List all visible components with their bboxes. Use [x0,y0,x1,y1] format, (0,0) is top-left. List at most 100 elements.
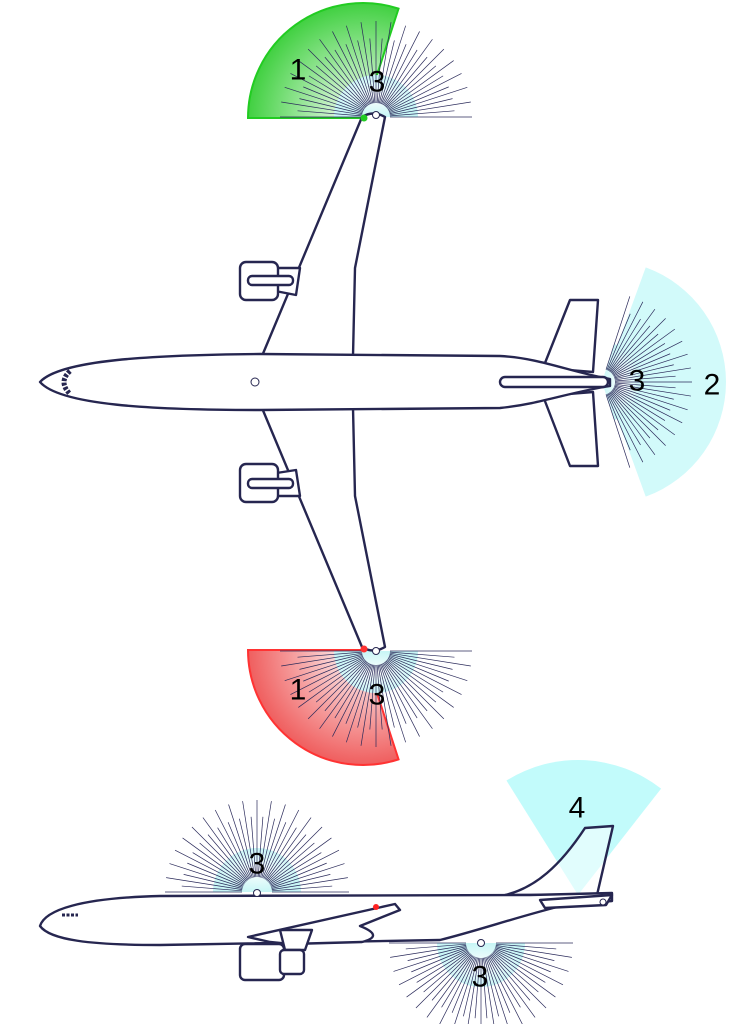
side-top-beacon-marker [253,889,261,897]
light-ray [385,48,445,108]
light-ray [299,98,363,115]
engine-side [238,942,286,982]
light-ray [259,801,272,878]
light-ray [611,390,659,431]
light-ray [191,826,247,882]
light-ray [284,654,363,681]
lower-wing [260,406,387,652]
light-ray [486,956,511,1013]
horizontal-stabilizer-side [538,893,614,910]
light-ray [454,957,477,1024]
light-ray [406,951,470,998]
light-ray [264,827,297,880]
port-white-label: 3 [369,66,386,99]
light-ray [332,663,370,737]
light-ray [166,877,243,890]
light-ray [266,834,307,881]
light-ray [490,954,531,1001]
light-ray [605,394,631,468]
fuselage-top [38,352,612,412]
fin-sector-label: 4 [569,792,586,825]
light-ray [389,651,455,658]
light-ray [377,22,392,104]
light-ray [169,863,243,888]
top-beacon-marker [250,377,260,387]
upper-wing [260,112,387,358]
light-ray [614,385,688,411]
light-ray [383,49,418,106]
cockpit-windows [61,369,72,396]
light-ray [606,393,631,451]
light-ray [299,653,363,670]
light-ray [315,65,366,109]
light-ray [386,65,437,109]
side-bottom-beacon-marker [477,939,485,947]
light-ray [614,353,688,379]
light-ray [284,87,363,114]
light-ray [495,946,555,961]
light-ray [614,375,676,382]
logo-light-sector [506,760,662,895]
light-ray [271,885,333,892]
light-ray [613,353,671,378]
light-ray [378,664,395,728]
light-ray [495,945,572,958]
light-ray [493,950,546,983]
light-ray [495,943,557,950]
vertical-fin [503,824,615,897]
light-ray [181,885,243,892]
light-ray [369,664,376,730]
light-ray [360,22,375,104]
light-ray [269,852,322,885]
light-ray [319,39,369,106]
light-ray [383,662,418,719]
port-light-dot [360,114,368,122]
light-ray [290,73,364,111]
light-ray [324,661,368,712]
light-ray [383,39,433,106]
light-ray [611,333,659,374]
light-ray [260,818,275,878]
light-ray [307,660,367,720]
light-ray [357,40,374,104]
light-ray [494,949,564,986]
light-ray [261,804,286,878]
port-white-marker [372,111,380,119]
light-ray [608,392,641,446]
aircraft-top-view [38,111,612,655]
light-ray [613,386,671,411]
light-ray [315,659,366,703]
upper-stabilizer [541,298,600,374]
light-ray [439,956,475,1024]
light-ray [407,946,467,961]
light-ray [487,956,523,1024]
light-ray [267,826,323,882]
light-ray [385,660,445,720]
light-ray [389,110,455,117]
light-ray [388,657,462,695]
lower-engine-exhaust [246,477,295,490]
light-ray [257,816,264,878]
tail-white-burst [602,296,692,468]
light-ray [308,658,365,693]
side-tail-light-marker [599,898,607,906]
light-ray [332,31,370,105]
light-ray [613,387,683,424]
light-ray [491,953,547,1009]
light-ray [297,110,363,117]
light-ray [382,663,420,737]
port-sector-label: 1 [290,54,307,87]
light-ray [389,652,471,667]
light-ray [387,658,444,693]
light-ray [607,393,644,463]
light-ray [270,849,340,886]
light-ray [609,308,656,372]
light-ray [609,392,656,456]
starboard-light-dot [360,645,368,653]
light-ray [268,842,315,883]
light-ray [390,945,467,958]
light-ray [346,664,373,743]
light-ray [217,827,250,880]
light-ray [610,391,651,439]
light-ray [270,862,327,887]
